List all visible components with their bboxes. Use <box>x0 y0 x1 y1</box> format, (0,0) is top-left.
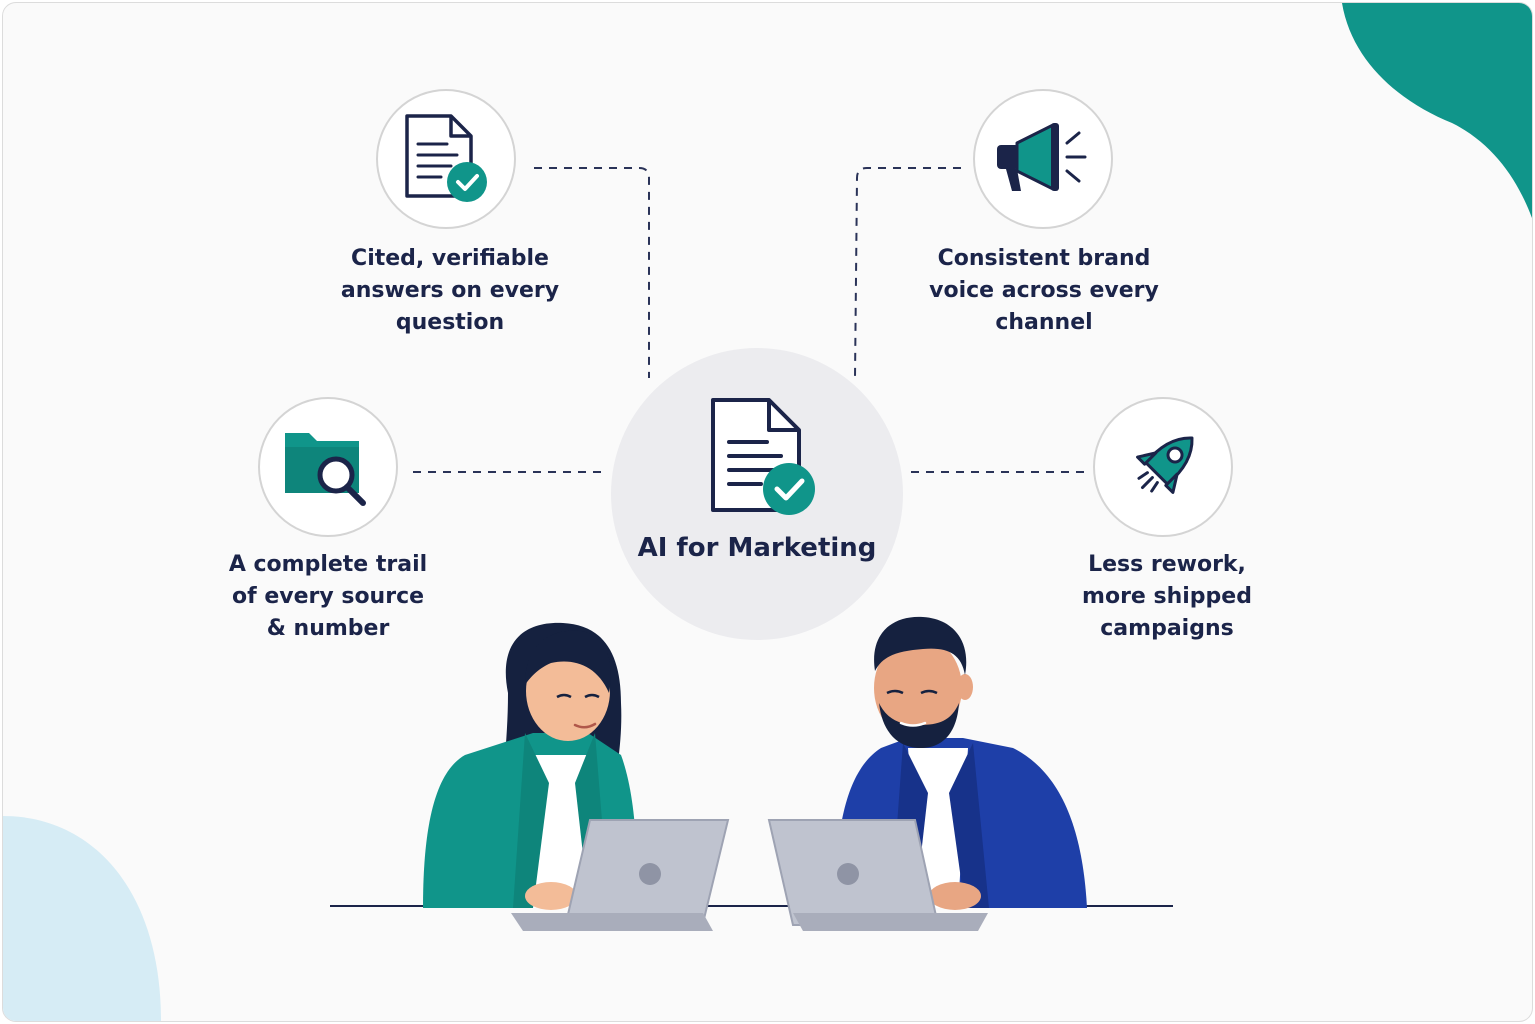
connector-brand <box>854 167 961 379</box>
feature-brand-icon-circle <box>973 89 1113 229</box>
verified-document-icon <box>405 113 487 202</box>
team-working-illustration <box>330 616 1173 931</box>
feature-trail-line-1: A complete trail <box>228 552 428 577</box>
feature-trail-line-2: of every source <box>231 584 425 609</box>
center-hub <box>611 348 903 640</box>
woman-laptop-icon <box>511 819 730 931</box>
feature-cited-line-1: Cited, verifiable <box>351 246 549 271</box>
center-title: AI for Marketing <box>637 533 877 563</box>
feature-cited-line-2: answers on every <box>340 278 560 303</box>
teal-corner-blob <box>1342 3 1532 218</box>
feature-trail-label: A complete trail of every source & numbe… <box>208 549 448 645</box>
feature-rework-line-2: more shipped <box>1082 584 1252 609</box>
rocket-icon <box>1136 436 1194 494</box>
feature-brand-line-2: voice across every <box>929 278 1159 303</box>
verified-document-icon <box>711 398 815 515</box>
feature-trail-line-3: & number <box>266 616 390 641</box>
connector-cited <box>534 167 650 378</box>
folder-search-icon <box>284 432 366 506</box>
feature-rework-line-3: campaigns <box>1100 616 1234 641</box>
man-laptop-icon <box>767 819 988 931</box>
feature-brand-label: Consistent brand voice across every chan… <box>924 243 1164 339</box>
feature-cited-icon-circle <box>376 89 516 229</box>
feature-rework-icon-circle <box>1093 397 1233 537</box>
feature-brand-line-1: Consistent brand <box>937 246 1151 271</box>
feature-rework-line-1: Less rework, <box>1088 552 1246 577</box>
light-blue-corner-blob <box>3 816 161 1021</box>
feature-cited-label: Cited, verifiable answers on every quest… <box>330 243 570 339</box>
feature-brand-line-3: channel <box>995 310 1093 335</box>
feature-cited-line-3: question <box>395 310 505 335</box>
feature-rework-label: Less rework, more shipped campaigns <box>1047 549 1287 645</box>
megaphone-icon <box>997 123 1087 191</box>
dashed-connectors <box>413 167 1085 473</box>
feature-trail-icon-circle <box>258 397 398 537</box>
